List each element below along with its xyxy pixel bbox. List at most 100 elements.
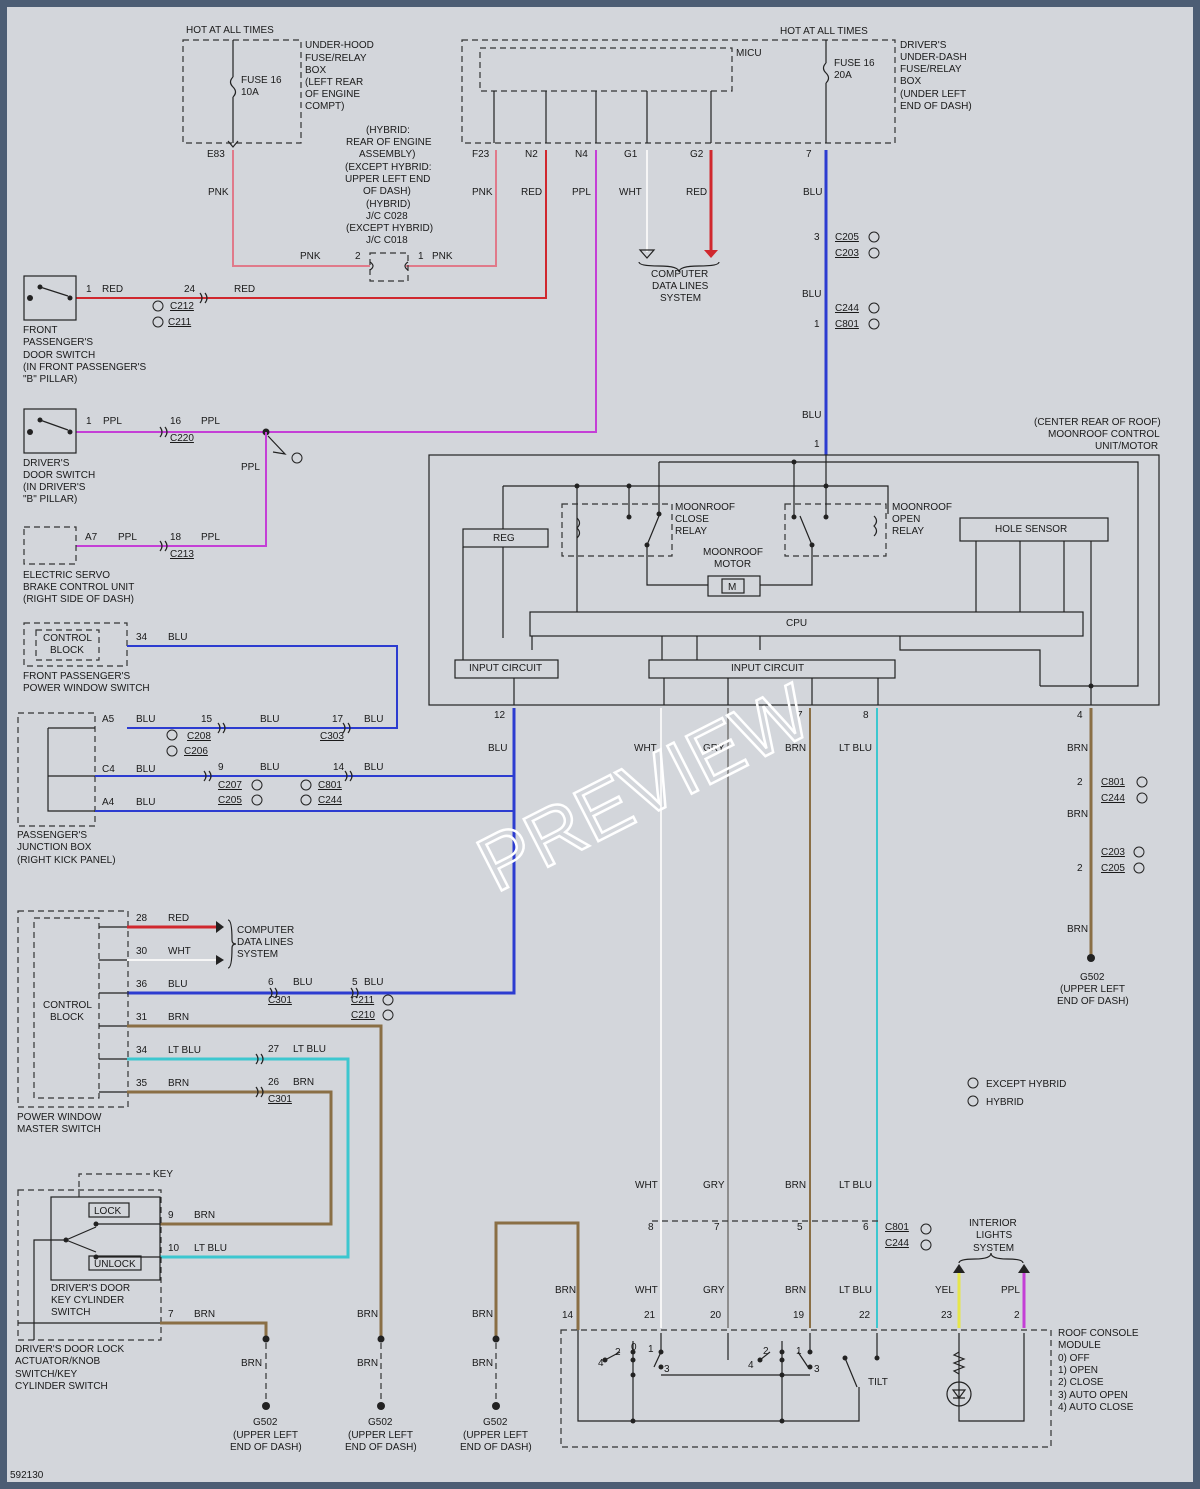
wire-label-brn: BRN [357,1358,378,1369]
dr-door-label: DOOR SWITCH [23,470,95,481]
wire-label-ltblu: LT BLU [839,743,872,754]
switch-pos: 1 [796,1346,802,1357]
connector-c208: C208 [187,731,211,742]
fuse-1-label: FUSE 16 [241,75,282,86]
open-relay-label: MOONROOF [892,502,952,513]
connector-c213: C213 [170,549,194,560]
pin-label: 10 [168,1243,180,1254]
wire-label-brn: BRN [168,1078,189,1089]
connector-c220: C220 [170,433,194,444]
pin-label: 16 [170,416,182,427]
pin-label: 7 [168,1309,174,1320]
pin-label: 12 [494,710,506,721]
hybrid-note: UPPER LEFT END [345,174,430,185]
computer-data-label: DATA LINES [652,281,709,292]
wire-label-blu: BLU [168,632,187,643]
wire-label-brn: BRN [472,1309,493,1320]
ground-label: G502 [253,1417,278,1428]
switch-pos: 0 [631,1342,637,1353]
pin-f23: F23 [472,149,490,160]
interior-lights-label: SYSTEM [973,1243,1014,1254]
driver-dash-label: UNDER-DASH [900,52,967,63]
pin-label: 23 [941,1310,953,1321]
switch-pos: 3 [814,1364,820,1375]
connector-c205: C205 [835,232,859,243]
pin-label: 24 [184,284,196,295]
wire-label-blu: BLU [364,762,383,773]
lock-actuator-label: SWITCH/KEY [15,1369,78,1380]
hybrid-note: J/C C018 [366,235,408,246]
drivers-door-switch [23,408,77,454]
hybrid-note: OF DASH) [363,186,411,197]
computer-data-label: DATA LINES [237,937,294,948]
wire-label-red: RED [168,913,189,924]
pin-label: 36 [136,979,148,990]
motor-label: MOTOR [714,559,751,570]
pin-label: 1 [814,439,820,450]
connector-c244: C244 [1101,793,1125,804]
pin-label: 4 [1077,710,1083,721]
connector-c244: C244 [835,303,859,314]
connector-c203: C203 [835,248,859,259]
motor-symbol: M [728,582,736,593]
motor-label: MOONROOF [703,547,763,558]
ground-label: END OF DASH) [230,1442,302,1453]
connector-c205: C205 [218,795,242,806]
switch-pos: 4 [748,1360,754,1371]
hybrid-note: J/C C028 [366,211,408,222]
wire-label-wht: WHT [635,1285,658,1296]
wire-label-blu: BLU [802,289,821,300]
front-passenger-door-switch [23,275,77,321]
pin-label: 2 [1077,777,1083,788]
cpu-label: CPU [786,618,807,629]
wire-label-brn: BRN [785,1180,806,1191]
open-relay-label: RELAY [892,526,924,537]
pin-label: 7 [714,1222,720,1233]
connector-c212: C212 [170,301,194,312]
roof-console-label: 2) CLOSE [1058,1377,1104,1388]
pin-g1: G1 [624,149,638,160]
connector-c303: C303 [320,731,344,742]
wire-label-pnk: PNK [208,187,229,198]
wire-label-gry: GRY [703,743,725,754]
connector-c244: C244 [885,1238,909,1249]
wire-label-ppl: PPL [201,532,220,543]
fp-door-label: (IN FRONT PASSENGER'S [23,362,147,373]
legend-hybrid: HYBRID [986,1097,1024,1108]
control-block-label: BLOCK [50,645,84,656]
wire-label-blu: BLU [803,187,822,198]
wire-brn-35 [127,1090,333,1226]
switch-pos: 2 [615,1347,621,1358]
ground-label: (UPPER LEFT [463,1430,528,1441]
wire-label-ppl: PPL [1001,1285,1020,1296]
wire-label-blu: BLU [168,979,187,990]
pin-label: 31 [136,1012,148,1023]
master-switch-label: POWER WINDOW [17,1112,102,1123]
pin-label: 20 [710,1310,722,1321]
dr-door-label: "B" PILLAR) [23,494,77,505]
wire-label-ltblu: LT BLU [168,1045,201,1056]
wire-ppl-driver-door [76,150,597,433]
pin-label: 14 [333,762,345,773]
wire-label-yel: YEL [935,1285,954,1296]
pin-label: 34 [136,1045,148,1056]
lock-label: LOCK [94,1206,122,1217]
wire-label-wht: WHT [634,743,657,754]
pin-label: 9 [218,762,224,773]
wire-red-front-door [76,150,547,299]
pin-k7: 7 [806,149,812,160]
wire-label-blu: BLU [136,797,155,808]
fp-window-label: POWER WINDOW SWITCH [23,683,150,694]
ground-label: (UPPER LEFT [233,1430,298,1441]
dr-door-label: (IN DRIVER'S [23,482,86,493]
pin-label: 21 [644,1310,656,1321]
connector-c301: C301 [268,1094,292,1105]
wire-label-pnk: PNK [432,251,453,262]
ground-g502-1 [262,1335,270,1410]
interior-lights-label: LIGHTS [976,1230,1012,1241]
fuse-2-rating: 20A [834,70,852,81]
passengers-junction-box [17,712,96,827]
wire-label-brn: BRN [1067,809,1088,820]
pin-label: 7 [797,710,803,721]
master-control-label: CONTROL [43,1000,92,1011]
